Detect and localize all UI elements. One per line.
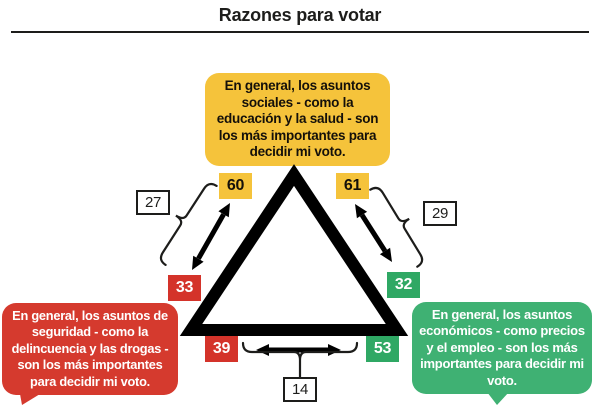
right-edge-double-arrow-icon	[355, 204, 392, 262]
social-bubble-label: En general, los asuntos sociales - como …	[216, 78, 379, 160]
bottom-gap-bracket-icon	[241, 341, 359, 377]
left-edge-security-value-badge: 33	[168, 275, 201, 301]
page-title: Razones para votar	[218, 5, 382, 25]
left-edge-double-arrow-icon	[192, 203, 230, 270]
economic-bubble-label: En general, los asuntos económicos - com…	[419, 306, 585, 388]
security-bubble-tail	[20, 394, 40, 405]
title-divider	[11, 31, 589, 33]
bottom-edge-gap-badge: 14	[283, 377, 317, 402]
security-bubble: En general, los asuntos de seguridad - c…	[2, 303, 178, 395]
bottom-edge-security-value-badge: 39	[205, 336, 238, 362]
economic-bubble: En general, los asuntos económicos - com…	[412, 302, 592, 394]
left-edge-gap-badge: 27	[136, 190, 170, 215]
social-bubble: En general, los asuntos sociales - como …	[205, 73, 390, 166]
bottom-edge-double-arrow-icon	[256, 344, 341, 356]
right-edge-gap-badge: 29	[423, 201, 457, 226]
right-edge-social-value-badge: 61	[336, 173, 369, 199]
security-bubble-label: En general, los asuntos de seguridad - c…	[11, 307, 169, 389]
bottom-edge-economic-value-badge: 53	[366, 336, 399, 362]
right-gap-bracket-icon	[369, 186, 424, 268]
left-edge-social-value-badge: 60	[219, 173, 252, 199]
right-edge-economic-value-badge: 32	[387, 272, 420, 298]
